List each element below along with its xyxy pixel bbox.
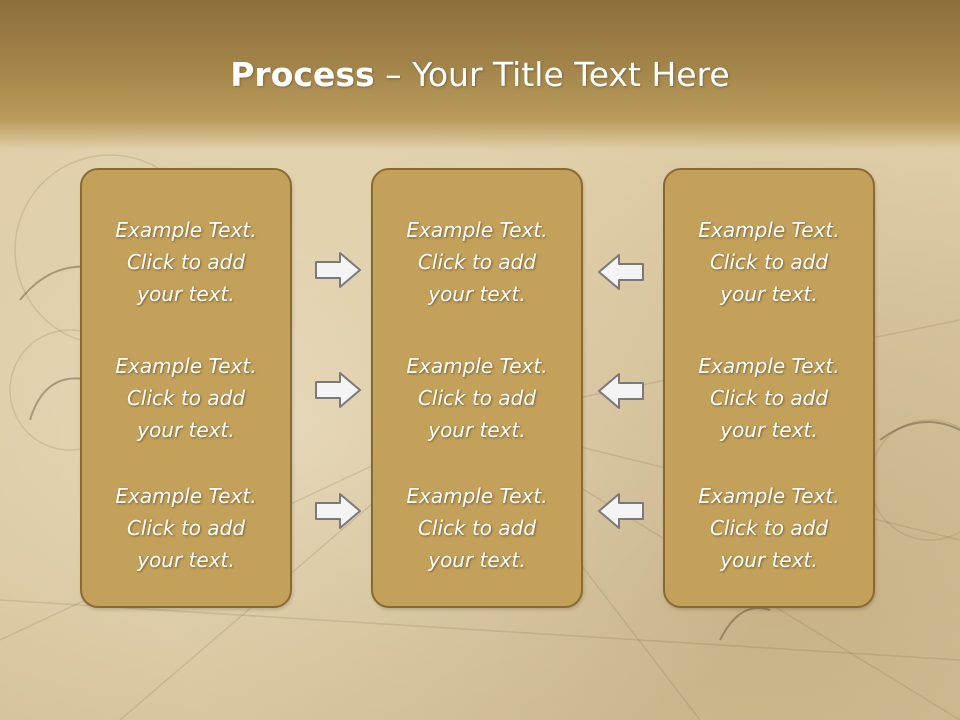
arrow-right-icon: [315, 252, 361, 288]
title-rest: – Your Title Text Here: [374, 55, 730, 94]
process-box-2[interactable]: Example Text. Click to add your text. Ex…: [371, 168, 583, 608]
arrow-left-icon: [598, 373, 644, 409]
text-placeholder[interactable]: Example Text. Click to add your text.: [698, 484, 840, 572]
text-placeholder[interactable]: Example Text. Click to add your text.: [698, 354, 840, 442]
arrow-left-icon: [598, 254, 644, 290]
text-placeholder[interactable]: Example Text. Click to add your text.: [115, 484, 257, 572]
text-placeholder[interactable]: Example Text. Click to add your text.: [698, 218, 840, 306]
text-placeholder[interactable]: Example Text. Click to add your text.: [406, 218, 548, 306]
title-bar: [0, 0, 960, 150]
arrow-right-icon: [315, 372, 361, 408]
arrow-left-icon: [598, 493, 644, 529]
process-box-3[interactable]: Example Text. Click to add your text. Ex…: [663, 168, 875, 608]
title-bold: Process: [230, 55, 375, 94]
text-placeholder[interactable]: Example Text. Click to add your text.: [406, 484, 548, 572]
text-placeholder[interactable]: Example Text. Click to add your text.: [115, 354, 257, 442]
arrow-right-icon: [315, 493, 361, 529]
text-placeholder[interactable]: Example Text. Click to add your text.: [115, 218, 257, 306]
text-placeholder[interactable]: Example Text. Click to add your text.: [406, 354, 548, 442]
process-box-1[interactable]: Example Text. Click to add your text. Ex…: [80, 168, 292, 608]
slide-title[interactable]: Process – Your Title Text Here: [0, 52, 960, 98]
